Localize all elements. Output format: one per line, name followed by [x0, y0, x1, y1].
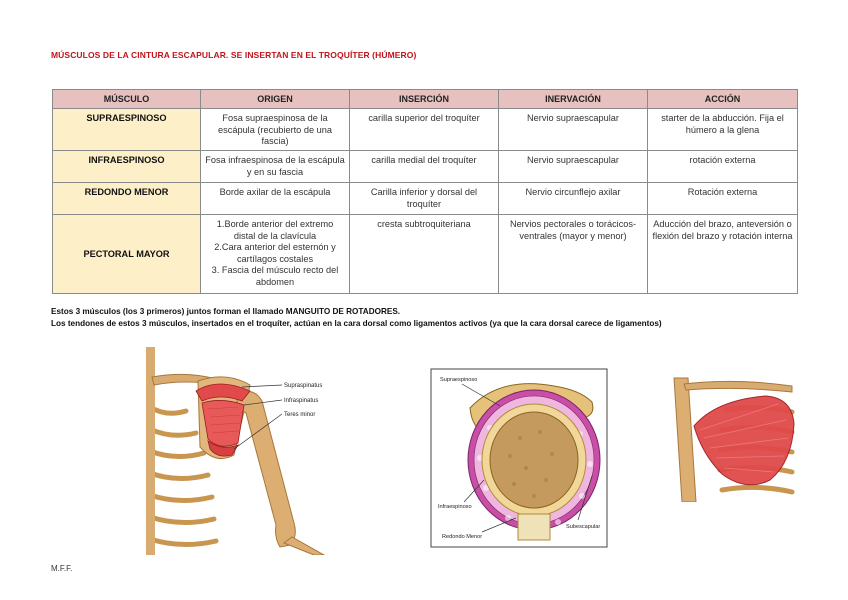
- origin-cell: Fosa supraespinosa de la escápula (recub…: [200, 108, 350, 151]
- label-supraspinatus: Supraspinatus: [284, 383, 322, 389]
- author-initials: M.F.F.: [51, 564, 73, 573]
- column-header-action: ACCIÓN: [647, 89, 798, 109]
- innervation-cell: Nervio supraescapular: [498, 150, 648, 183]
- origin-list-item: 2.Cara anterior del esternón y cartílago…: [214, 242, 336, 264]
- innervation-cell: Nervios pectorales o torácicos-ventrales…: [498, 214, 648, 294]
- column-header-origin: ORIGEN: [200, 89, 350, 109]
- muscle-name-cell: INFRAESPINOSO: [52, 150, 201, 183]
- table-row: SUPRAESPINOSO Fosa supraespinosa de la e…: [52, 108, 798, 151]
- action-cell: Rotación externa: [647, 182, 798, 215]
- table-header-row: MÚSCULO ORIGEN INSERCIÓN INERVACIÓN ACCI…: [52, 89, 798, 109]
- insertion-cell: cresta subtroquiteriana: [349, 214, 499, 294]
- label-supraespinoso: Supraespinoso: [440, 377, 477, 383]
- table-row: INFRAESPINOSO Fosa infraespinosa de la e…: [52, 150, 798, 183]
- humeral-head-cross-section-figure: Supraespinoso Infraespinoso Subescapular…: [430, 368, 608, 548]
- pectoralis-major-figure: [666, 376, 796, 502]
- origin-cell: Borde axilar de la escápula: [200, 182, 350, 215]
- insertion-cell: carilla medial del troquíter: [349, 150, 499, 183]
- shoulder-anatomy-figure: Supraspinatus Infraspinatus Teres minor: [146, 347, 366, 555]
- origin-list-item: 1.Borde anterior del extremo distal de l…: [216, 219, 334, 241]
- note-line: Los tendones de estos 3 músculos, insert…: [51, 319, 662, 328]
- muscle-table: MÚSCULO ORIGEN INSERCIÓN INERVACIÓN ACCI…: [52, 89, 798, 294]
- rotator-cuff-notes: Estos 3 músculos (los 3 primeros) juntos…: [51, 306, 662, 330]
- label-infraespinoso: Infraespinoso: [438, 504, 472, 510]
- note-line: Estos 3 músculos (los 3 primeros) juntos…: [51, 307, 401, 316]
- muscle-name-cell: REDONDO MENOR: [52, 182, 201, 215]
- label-redondo-menor: Redondo Menor: [442, 534, 482, 540]
- innervation-cell: Nervio supraescapular: [498, 108, 648, 151]
- table-row: PECTORAL MAYOR 1.Borde anterior del extr…: [52, 214, 798, 294]
- muscle-name-cell: PECTORAL MAYOR: [52, 214, 201, 294]
- label-infraspinatus: Infraspinatus: [284, 398, 318, 404]
- innervation-cell: Nervio circunflejo axilar: [498, 182, 648, 215]
- label-teres-minor: Teres minor: [284, 412, 315, 418]
- action-cell: Aducción del brazo, anteversión o flexió…: [647, 214, 798, 294]
- action-cell: starter de la abducción. Fija el húmero …: [647, 108, 798, 151]
- column-header-innervation: INERVACIÓN: [498, 89, 648, 109]
- column-header-insertion: INSERCIÓN: [349, 89, 499, 109]
- label-subescapular: Subescapular: [566, 524, 600, 530]
- document-title: MÚSCULOS DE LA CINTURA ESCAPULAR. SE INS…: [51, 50, 417, 60]
- column-header-muscle: MÚSCULO: [52, 89, 201, 109]
- table-row: REDONDO MENOR Borde axilar de la escápul…: [52, 182, 798, 215]
- insertion-cell: carilla superior del troquíter: [349, 108, 499, 151]
- muscle-name-cell: SUPRAESPINOSO: [52, 108, 201, 151]
- origin-cell: 1.Borde anterior del extremo distal de l…: [200, 214, 350, 294]
- origin-list-item: 3. Fascia del músculo recto del abdomen: [211, 265, 339, 287]
- action-cell: rotación externa: [647, 150, 798, 183]
- origin-cell: Fosa infraespinosa de la escápula y en s…: [200, 150, 350, 183]
- insertion-cell: Carilla inferior y dorsal del troquíter: [349, 182, 499, 215]
